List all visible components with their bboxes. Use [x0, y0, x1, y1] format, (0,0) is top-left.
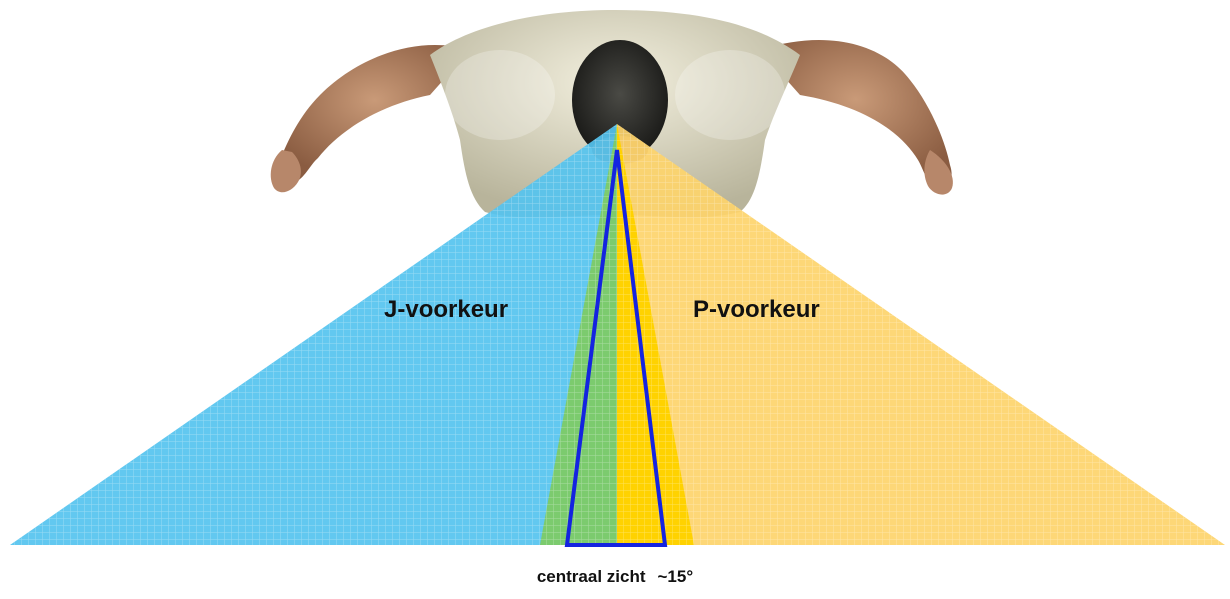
left-zone-label: J-voorkeur: [384, 296, 508, 324]
central-caption-text: centraal zicht: [537, 567, 646, 586]
central-vision-caption: centraal zicht ~15°: [0, 567, 1230, 587]
vision-fields: [0, 120, 1230, 546]
right-zone-label: P-voorkeur: [693, 296, 820, 324]
right-hand: [924, 150, 953, 195]
central-angle-text: ~15°: [658, 567, 694, 586]
